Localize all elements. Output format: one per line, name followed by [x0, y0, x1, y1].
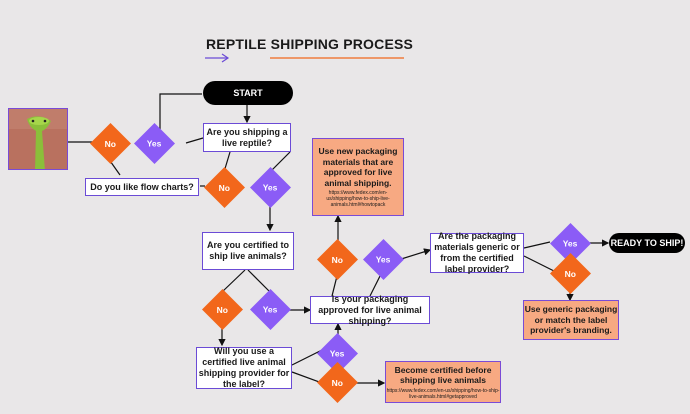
- question-certified: Are you certified to ship live animals?: [202, 232, 294, 270]
- note-generic-packaging: Use generic packaging or match the label…: [523, 300, 619, 340]
- snake-photo: [8, 108, 68, 170]
- ready-to-ship-node: READY TO SHIP!: [609, 233, 685, 253]
- note-new-packaging-link[interactable]: https://www.fedex.com/en-us/shipping/how…: [326, 190, 390, 208]
- note-generic-packaging-text: Use generic packaging or match the label…: [524, 304, 618, 336]
- question-packaging-approved: Is your packaging approved for live anim…: [310, 294, 430, 326]
- note-become-certified-text: Become certified before shipping live an…: [394, 364, 492, 386]
- note-become-certified-link[interactable]: https://www.fedex.com/en-us/shipping/how…: [386, 387, 500, 400]
- note-new-packaging-text: Use new packaging materials that are app…: [318, 146, 398, 188]
- note-new-packaging: Use new packaging materials that are app…: [312, 138, 404, 216]
- note-become-certified: Become certified before shipping live an…: [385, 361, 501, 403]
- page-title: REPTILE SHIPPING PROCESS: [206, 36, 414, 52]
- snake-icon: [9, 109, 67, 169]
- question-packaging-materials: Are the packaging materials generic or f…: [430, 231, 524, 274]
- question-certified-provider: Will you use a certified live animal shi…: [196, 346, 292, 389]
- start-node: START: [203, 81, 293, 105]
- question-like-flow-charts: Do you like flow charts?: [85, 178, 199, 196]
- question-shipping-live-reptile: Are you shipping a live reptile?: [203, 123, 291, 152]
